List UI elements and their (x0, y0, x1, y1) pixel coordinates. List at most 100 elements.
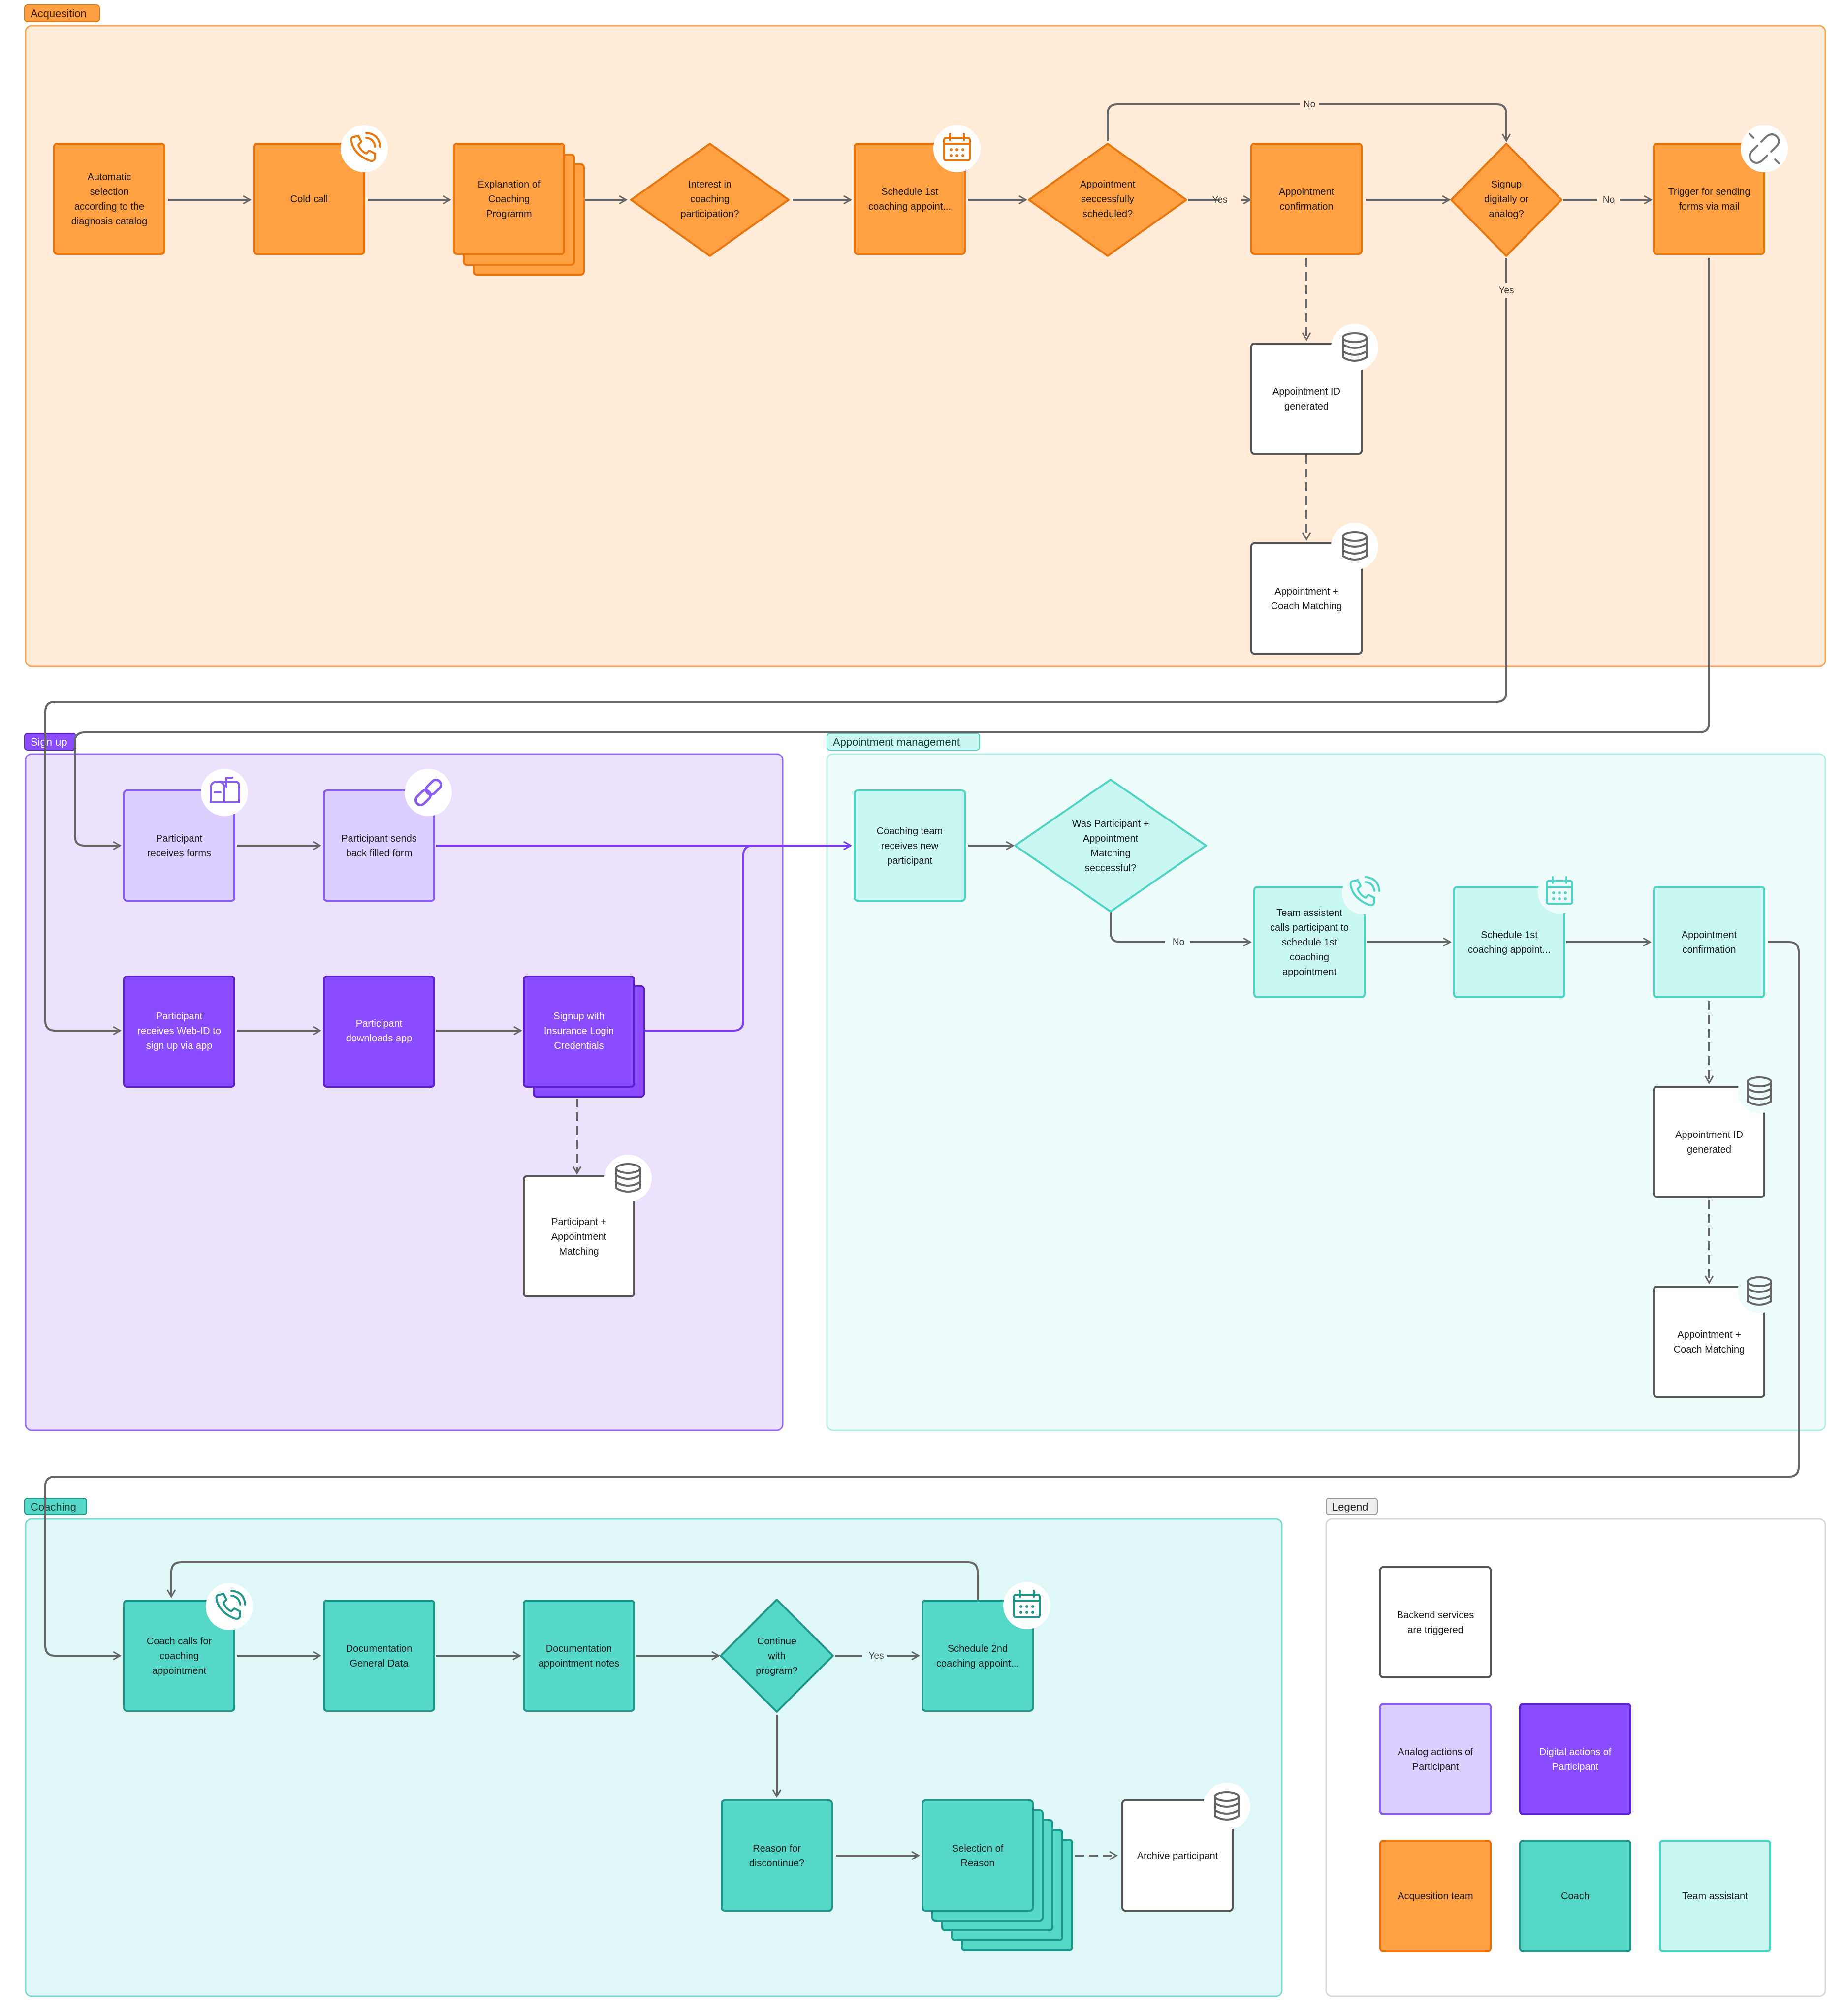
database-icon (1738, 1070, 1781, 1113)
node-label-line: Appointment ID (1272, 386, 1340, 397)
legend-team-assistant: Team assistant (1659, 1840, 1771, 1952)
svg-text:Acquesition team: Acquesition team (1398, 1891, 1473, 1902)
node-label-line: sign up via app (146, 1040, 213, 1051)
node-label-line: Coaching team (877, 826, 943, 837)
node-label-line: Archive participant (1137, 1851, 1218, 1861)
node-archive-participant[interactable]: Archive participant (1121, 1799, 1234, 1912)
node-coaching-team-receives[interactable]: Coaching team receives new participant (854, 789, 966, 902)
node-label-line: coaching (1290, 952, 1329, 963)
node-label-line: coaching appoint... (1468, 945, 1551, 955)
node-label-line: receives new (881, 841, 939, 851)
node-cold-call[interactable]: Cold call (253, 143, 365, 255)
node-appointment-id-assistant[interactable]: Appointment ID generated (1653, 1086, 1765, 1198)
node-label-line: Matching (559, 1246, 599, 1257)
node-label-line: Appointment (1682, 930, 1737, 941)
svg-text:Appointment +Coach Matching: Appointment + Coach Matching (1674, 1329, 1745, 1355)
node-appointment-coach-matching-assistant[interactable]: Appointment + Coach Matching (1653, 1286, 1765, 1398)
node-label-line: Participant + (551, 1217, 606, 1228)
node-label-line: appointment (1282, 967, 1337, 977)
node-label-line: Continue (757, 1636, 796, 1647)
node-label-line: Coach Matching (1674, 1344, 1745, 1355)
node-label-line: coaching (690, 194, 730, 205)
node-label-line: Appointment ID (1675, 1130, 1743, 1140)
calendar-icon (1538, 870, 1581, 914)
lane-acquisition: Acquesition (24, 4, 1826, 667)
node-label-line: Participant (1412, 1762, 1459, 1772)
node-label-line: Schedule 1st (881, 187, 938, 197)
node-label-line: Credentials (554, 1040, 604, 1051)
node-label-line: are triggered (1407, 1625, 1463, 1636)
node-label-line: Schedule 2nd (948, 1643, 1008, 1654)
node-label-line: Digital actions of (1539, 1747, 1612, 1758)
node-label-line: generated (1687, 1144, 1731, 1155)
node-schedule-second[interactable]: Schedule 2nd coaching appoint... (922, 1600, 1034, 1712)
svg-text:Cold call: Cold call (290, 194, 328, 205)
lane-tag-signup: Sign up (31, 736, 67, 748)
node-label-line: Backend services (1397, 1610, 1474, 1621)
lane-coaching: Coaching (24, 1498, 1283, 1997)
node-label-line: Appointment + (1274, 586, 1338, 597)
node-label-line: Automatic (88, 172, 131, 183)
node-label-line: participant (887, 855, 933, 866)
label-yes-continue: Yes (869, 1651, 884, 1661)
calendar-icon (933, 125, 981, 172)
node-appointment-coach-matching[interactable]: Appointment +Coach Matching (1250, 542, 1363, 655)
node-label-line: Coaching (488, 194, 530, 205)
node-label-line: Appointment + (1677, 1329, 1741, 1340)
node-label-line: Interest in (688, 179, 732, 190)
node-label-line: Explanation of (478, 179, 541, 190)
svg-text:Coach: Coach (1561, 1891, 1590, 1902)
node-label-line: Signup with (553, 1011, 604, 1022)
node-label-line: Appointment (1083, 833, 1139, 844)
node-label-line: Insurance Login (544, 1026, 614, 1037)
node-label-line: digitally or (1484, 194, 1528, 205)
link-icon (405, 769, 452, 816)
node-label-line: coaching appoint... (936, 1658, 1019, 1669)
node-label-line: Participant sends (341, 833, 416, 844)
node-label-line: Team assistent (1276, 908, 1342, 918)
node-label-line: Team assistant (1682, 1891, 1748, 1902)
node-label-line: Documentation (546, 1643, 612, 1654)
node-label-line: discontinue? (749, 1858, 804, 1869)
node-label-line: Selection of (952, 1843, 1004, 1854)
label-yes-scheduled: Yes (1212, 195, 1228, 205)
